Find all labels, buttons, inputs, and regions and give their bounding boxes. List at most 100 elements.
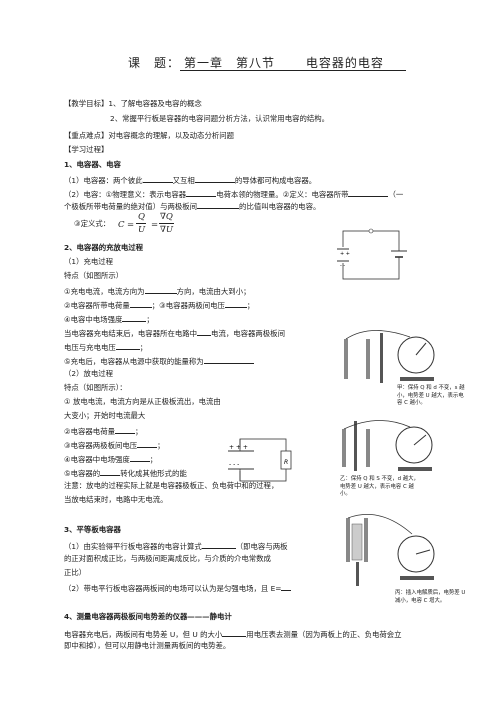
- stand: [354, 421, 357, 471]
- blank: [203, 355, 254, 364]
- plate-right: [364, 518, 368, 562]
- blank: [197, 200, 240, 209]
- s2-d6: ③电容器两极板间电压 ；: [64, 439, 165, 451]
- s4-line2: 即中和掉），但可以用静电计测量两板间的电势差。: [64, 641, 231, 650]
- s2-d4: 大变小；开始时电流最大: [64, 411, 146, 420]
- blank: [144, 285, 177, 294]
- electrometer-figure-yi: [342, 420, 433, 471]
- needle: [415, 342, 427, 356]
- resistor-label: R: [284, 459, 288, 466]
- s2-note1: 注意：放电的过程实际上就是电容器极板正、负电荷中和的过程，: [64, 481, 279, 490]
- s1-l1b: 又互相: [172, 176, 195, 185]
- s2-d5a: ②电容器电荷量: [64, 427, 115, 436]
- s2-c1: （1）充电过程: [64, 257, 114, 266]
- minus-sign: - -: [340, 263, 345, 269]
- s3-line3: 正比）: [64, 568, 87, 577]
- capacitance-formula: C = Q U = ∇Q ∇U: [118, 212, 198, 238]
- goals-line: 【教学目标】1、了解电容器及电容的概念: [64, 99, 202, 109]
- needle: [413, 434, 427, 446]
- process-label: 【学习过程】: [64, 145, 109, 154]
- goals-item1: 1、了解电容器及电容的概念: [108, 99, 202, 108]
- s3-l1b: （即电容与两板: [235, 542, 288, 551]
- formula-u: U: [138, 225, 146, 235]
- s1-l2b: 电荷本领的物理量。②定义：电容器所带: [216, 190, 349, 199]
- focus-line: 【重点难点】对电容概念的理解，以及动态分析问题: [64, 131, 234, 141]
- goals-label: 【教学目标】: [64, 99, 109, 108]
- blank: [115, 341, 140, 350]
- s2-d8: ⑤电容器的 转化成其他形式的能: [64, 467, 187, 479]
- s2-c6b: 电流，电容器两极板间: [211, 329, 285, 338]
- s3-l1a: （1）由实验得平行板电容器的电容计算式: [64, 542, 202, 551]
- page-title: 课 题：第一章 第八节 电容器的电容: [128, 54, 406, 71]
- discharging-circuit-figure: + + + - - - R: [226, 438, 292, 482]
- plate-left: [344, 339, 348, 379]
- s2-d8a: ⑤电容器的: [64, 469, 101, 478]
- focus-label: 【重点难点】: [64, 131, 109, 140]
- s2-c7b: ；: [139, 343, 148, 352]
- blank: [281, 582, 292, 591]
- formula-c: C: [118, 220, 125, 230]
- s3-line4: （2）带电平行板电容器两板间的电场可以认为是匀强电场，且 E=: [64, 582, 292, 594]
- s1-l1c: 的导体都可构成电容器。: [234, 176, 317, 185]
- focus-text: 对电容概念的理解，以及动态分析问题: [108, 131, 235, 140]
- cap-gap: [226, 449, 256, 471]
- formula-du: ∇U: [160, 225, 174, 235]
- blank: [224, 299, 247, 308]
- blank: [201, 540, 236, 549]
- wire: [347, 514, 413, 535]
- resistor-icon: [280, 450, 292, 470]
- s2-d6b: ；: [157, 441, 165, 450]
- blank: [142, 174, 173, 183]
- s4-l1a: 电容器充电后，两板间有电势差 U，但 U 的大小: [64, 630, 223, 639]
- base: [400, 377, 434, 381]
- s2-d1: （2）放电过程: [64, 369, 114, 378]
- charging-circuit-figure: + + - -: [337, 228, 409, 280]
- blank: [100, 467, 121, 476]
- blank: [222, 628, 247, 637]
- s2-c4: ②电容器所带电荷量；③电容器两极间电压；: [64, 299, 254, 311]
- s2-c3b: 方向，电流由大到小；: [176, 287, 251, 296]
- formula-eq1: =: [127, 220, 135, 230]
- s2-d5b: ；: [134, 427, 143, 436]
- plus-sign: + +: [340, 251, 350, 257]
- blank: [186, 188, 217, 197]
- section1-heading: 1、电容器、电容: [64, 160, 121, 169]
- s2-c8: ⑤充电后，电容器从电源中获取的能量称为: [64, 355, 254, 367]
- plate-right: [366, 339, 370, 379]
- blank: [129, 299, 152, 308]
- s2-c4a: ②电容器所带电荷量: [64, 301, 130, 310]
- s2-d8b: 转化成其他形式的能: [120, 469, 187, 478]
- s4-l1b: 用电压表去测量（因为两板上的正、负电荷会立: [246, 630, 402, 639]
- s2-note2: 当放电结束时，电路中无电流。: [64, 495, 168, 504]
- s3-line2: 的正对面积成正比，与两极间距离成反比，与介质的介电常数成: [64, 554, 271, 563]
- s1-line1: （1）电容器：两个彼此 又互相 的导体都可构成电容器。: [64, 174, 316, 186]
- cap-gap: [337, 247, 349, 263]
- s3-l4a: （2）带电平行板电容器两板间的电场可以认为是匀强电场，且 E=: [64, 584, 282, 593]
- dielectric-slab: [351, 523, 363, 561]
- s2-c7a: 电压与充电电压: [64, 343, 116, 352]
- s1-l1a: （1）电容器：两个彼此: [64, 176, 143, 185]
- goals-item2: 2、常握平行板是容器的电容问题分析方法，认识常用电容的结构。: [110, 114, 330, 123]
- s1-l3a: 个极板所带电荷量的绝对值）与两极板间: [64, 202, 198, 211]
- stand: [380, 333, 383, 383]
- s1-l2c: （一: [388, 190, 404, 199]
- s2-c6a: 当电容器充电结束后，电容器所在电路中: [64, 329, 198, 338]
- s2-d5: ②电容器电荷量 ；: [64, 425, 142, 437]
- wire: [345, 330, 411, 340]
- needle: [415, 549, 431, 555]
- frac-bar-1: [136, 223, 146, 224]
- minus-signs: - - -: [229, 461, 239, 468]
- base: [398, 467, 432, 471]
- caption-yi: 乙：保持 Q 和 S 不变，d 越大，电势差 U 越大，表示电容 C 越小。: [340, 476, 419, 497]
- s2-d6a: ③电容器两极板间电压: [64, 441, 138, 450]
- s1-line3: 个极板所带电荷量的绝对值）与两极板间的比值叫电容器的电容。: [64, 200, 320, 212]
- s2-d7a: ④电容器中电场强度: [64, 455, 130, 464]
- electrometer-figure-jia: [344, 330, 435, 383]
- title-prefix: 课 题：: [128, 56, 181, 70]
- formula-eq2: =: [151, 220, 159, 230]
- s2-c5: ④电容中电场强度；: [64, 313, 154, 325]
- title-topic: 电容器的电容: [305, 56, 384, 70]
- s2-c2: 特点（如图所示）: [64, 271, 124, 280]
- blank: [194, 174, 235, 183]
- s2-d7b: ；: [149, 455, 158, 464]
